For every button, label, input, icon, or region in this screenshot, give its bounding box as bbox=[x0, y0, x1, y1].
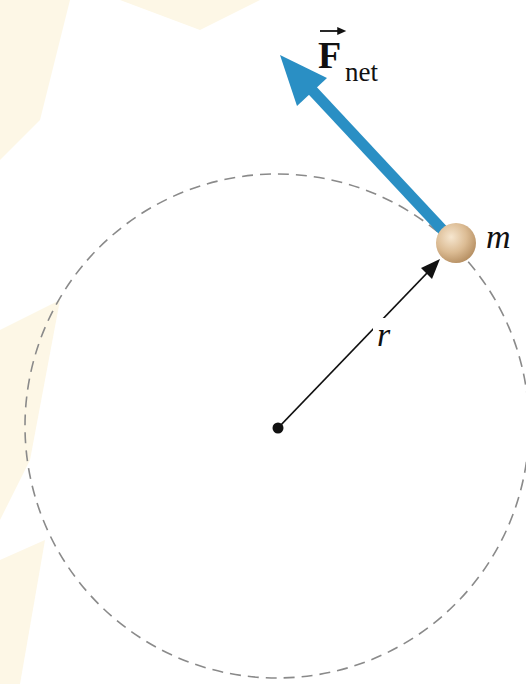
radius-line bbox=[278, 272, 428, 428]
watermark bbox=[0, 0, 260, 684]
force-symbol: F bbox=[318, 36, 341, 74]
circular-path bbox=[25, 174, 526, 678]
mass-label: m bbox=[486, 220, 511, 254]
force-arrow-shaft bbox=[312, 90, 452, 240]
radius-label: r bbox=[373, 318, 394, 352]
vector-arrow-head bbox=[337, 27, 346, 35]
radius-arrowhead bbox=[421, 259, 440, 279]
mass-ball bbox=[436, 223, 476, 263]
force-subscript: net bbox=[345, 59, 378, 86]
vector-arrow-line bbox=[320, 30, 339, 32]
